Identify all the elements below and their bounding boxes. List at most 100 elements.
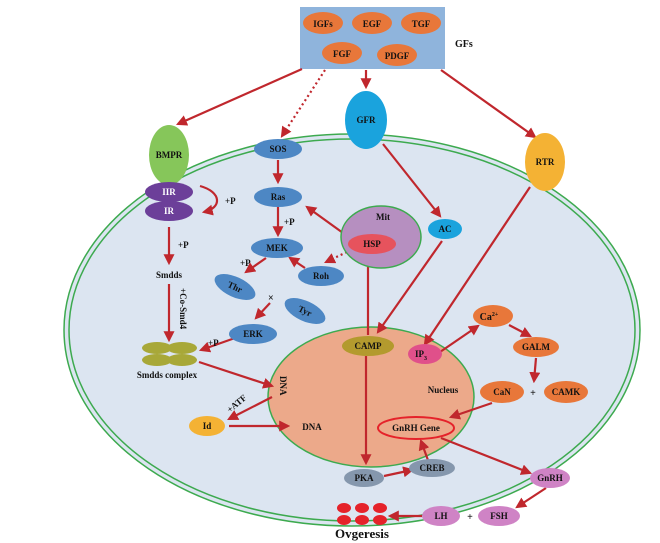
camp-node xyxy=(342,336,394,356)
arrow-complex-to-dna xyxy=(198,360,275,389)
ir-label: IR xyxy=(164,206,175,216)
can-label: CaN xyxy=(493,387,511,397)
ovum xyxy=(373,515,387,525)
arrow-thrtyr-to-erk xyxy=(254,302,271,320)
phospho-label-iir: +P xyxy=(225,196,236,206)
sos-label: SOS xyxy=(269,144,286,154)
gf-label-pdgf: PDGF xyxy=(385,51,410,61)
gnrh-gene-node xyxy=(377,416,455,440)
arrow-can-to-gnrh-gene xyxy=(448,401,493,420)
bmpr-label: BMPR xyxy=(156,150,183,160)
outcome-label: Ovgeresis xyxy=(335,526,389,541)
phospho-label-ir: +P xyxy=(178,240,189,250)
erk-node xyxy=(229,324,277,344)
phospho-label-erk: +P xyxy=(208,338,219,348)
plus-can-camk: + xyxy=(530,388,536,399)
mek-node xyxy=(251,238,303,258)
plus-lh-fsh: + xyxy=(467,512,473,523)
ovum xyxy=(355,503,369,513)
ir-receptor xyxy=(145,201,193,221)
thr-node xyxy=(214,274,256,300)
gf-label-egf: EGF xyxy=(363,19,382,29)
gf-node-pdgf xyxy=(377,44,417,66)
roh-node xyxy=(298,266,344,286)
dna-label: DNA xyxy=(302,422,322,432)
roh-label: Roh xyxy=(313,271,329,281)
bmpr-receptor xyxy=(149,125,189,185)
iir-receptor xyxy=(145,182,193,202)
ova-cluster xyxy=(337,503,387,525)
iir-label: IIR xyxy=(162,187,176,197)
ovum xyxy=(337,503,351,513)
arrow-gf-to-rtr xyxy=(440,69,537,139)
smdds-complex-shape xyxy=(142,342,197,366)
lh-node xyxy=(422,506,460,526)
gnrh-node xyxy=(530,468,570,488)
ip3-label: IP3 xyxy=(415,349,427,362)
gfr-receptor xyxy=(345,91,387,149)
arrow-ac-to-camp xyxy=(376,240,443,334)
camk-node xyxy=(544,381,588,403)
id-label: Id xyxy=(203,421,212,431)
gf-label-fgf: FGF xyxy=(333,49,351,59)
creb-node xyxy=(409,459,455,477)
arrow-iir-to-ir-phospho xyxy=(199,184,219,216)
mit-label: Mit xyxy=(376,212,390,222)
ac-label: AC xyxy=(439,224,452,234)
arrow-hsp-to-roh xyxy=(324,251,348,264)
creb-label: CREB xyxy=(419,463,444,473)
arrow-galm-to-can-camk xyxy=(529,357,541,384)
rtr-receptor xyxy=(525,133,565,191)
lh-label: LH xyxy=(434,511,447,521)
smdds-label: Smdds xyxy=(156,270,183,280)
gf-group-label: GFs xyxy=(455,39,473,50)
fsh-label: FSH xyxy=(490,511,508,521)
ovum xyxy=(373,503,387,513)
gf-node-tgf xyxy=(401,12,441,34)
gf-label-igfs: IGFs xyxy=(313,19,333,29)
ovum xyxy=(355,515,369,525)
gf-node-egf xyxy=(352,12,392,34)
cross-label: × xyxy=(268,293,274,304)
arrow-ca-to-galm xyxy=(508,324,532,338)
pka-label: PKA xyxy=(355,473,374,483)
gfr-label: GFR xyxy=(357,115,376,125)
ca-label: Ca2+ xyxy=(480,312,499,323)
rtr-label: RTR xyxy=(536,157,555,167)
gnrh-label: GnRH xyxy=(537,473,563,483)
arrow-mek-to-thr xyxy=(244,257,267,274)
arrow-rtr-to-ip3 xyxy=(423,186,531,346)
arrow-roh-to-mek xyxy=(288,256,306,269)
dna-vertical-label: DNA xyxy=(278,376,288,396)
co-smad-label: +Co-Smd4 xyxy=(178,288,188,330)
hsp-node xyxy=(348,234,396,254)
ac-node xyxy=(428,219,462,239)
gf-node-fgf xyxy=(322,42,362,64)
arrow-dna-to-id xyxy=(227,396,273,421)
can-node xyxy=(480,381,524,403)
arrow-gnrh-to-fsh xyxy=(515,487,547,509)
arrow-ip3-to-ca xyxy=(439,324,480,353)
phospho-label-ras: +P xyxy=(284,217,295,227)
fsh-node xyxy=(478,506,520,526)
arrow-erk-to-complex xyxy=(198,336,236,353)
galm-label: GALM xyxy=(522,342,551,352)
arrow-gnrh-gene-to-gnrh xyxy=(440,436,533,475)
ras-label: Ras xyxy=(271,192,286,202)
ip3-node xyxy=(408,344,442,364)
ovum xyxy=(337,515,351,525)
sos-node xyxy=(254,139,302,159)
arrow-gfr-to-ac xyxy=(382,143,442,218)
mek-label: MEK xyxy=(266,243,288,253)
ras-node xyxy=(254,187,302,207)
smdds-complex-label: Smdds complex xyxy=(137,370,198,380)
arrow-gf-to-bmpr xyxy=(175,67,303,126)
pka-node xyxy=(344,469,384,487)
gf-node-igfs xyxy=(303,12,343,34)
erk-label: ERK xyxy=(243,329,263,339)
camp-label: CAMP xyxy=(355,341,382,351)
hsp-label: HSP xyxy=(363,239,381,249)
arrow-gf-to-sos xyxy=(280,69,326,138)
camk-label: CAMK xyxy=(552,387,581,397)
